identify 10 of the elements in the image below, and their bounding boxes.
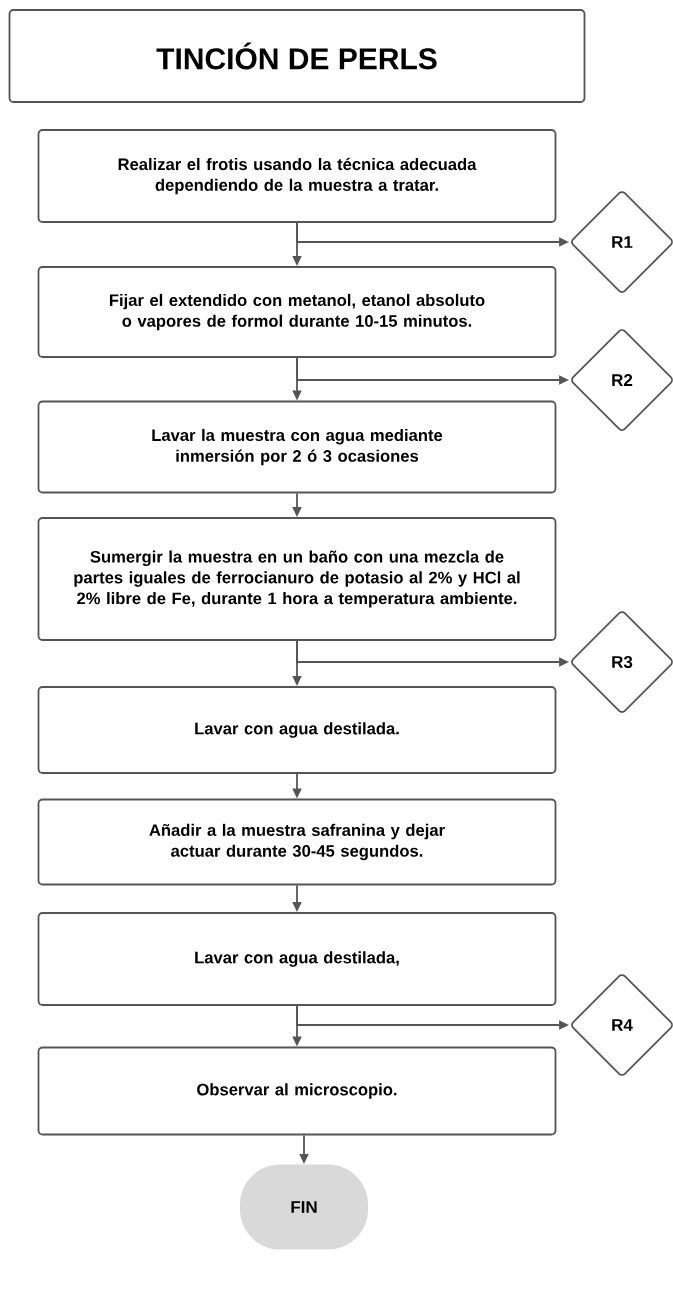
process-box: Lavar con agua destilada, [37, 912, 557, 1006]
process-box: Realizar el frotis usando la técnica adecuada dependiendo de la muestra a tratar. [37, 129, 557, 223]
terminal-box: FIN [240, 1164, 368, 1250]
process-box: Lavar con agua destilada. [37, 686, 557, 774]
title-box: TINCIÓN DE PERLS [8, 9, 586, 103]
process-box: Sumergir la muestra en un baño con una mezcla de partes iguales de ferrocianuro de potasio al 2% y HCl al 2% libre de Fe, durante 1 hora a temperatura ambiente. [37, 517, 557, 641]
process-box: Fijar el extendido con metanol, etanol absoluto o vapores de formol durante 10-15 minutos. [37, 266, 557, 358]
process-box: Observar al microscopio. [37, 1046, 557, 1136]
process-box: Lavar la muestra con agua mediante inmersión por 2 ó 3 ocasiones [37, 400, 557, 494]
process-box: Añadir a la muestra safranina y dejar actuar durante 30-45 segundos. [37, 798, 557, 886]
